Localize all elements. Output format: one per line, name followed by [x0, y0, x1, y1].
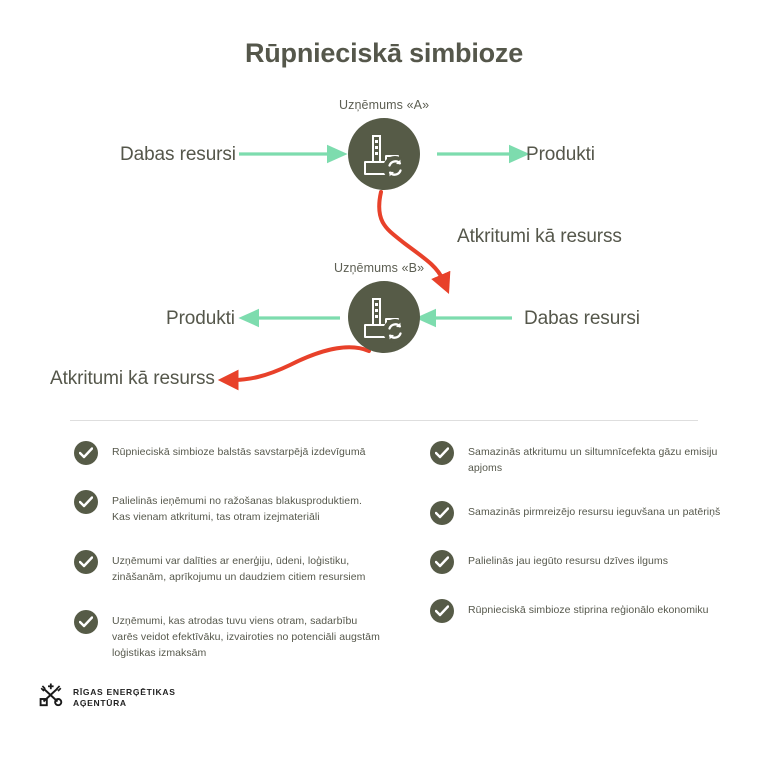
diagram-arrows [217, 144, 530, 391]
factory-recycle-icon [364, 298, 407, 343]
check-icon [430, 501, 454, 525]
company-b-label: Uzņēmums «B» [334, 261, 425, 275]
list-item-text: Uzņēmumi var dalīties ar enerģiju, ūdeni… [112, 555, 366, 583]
benefits-column-right: Samazinās atkritumu un siltumnīcefekta g… [430, 441, 764, 689]
list-item-text: Uzņēmumi, kas atrodas tuvu viens otram, … [112, 615, 380, 659]
flow-label-waste-as-resource-b: Atkritumi kā resurss [50, 368, 215, 389]
check-icon [430, 599, 454, 623]
list-item-text: Samazinās pirmreizējo resursu ieguvšana … [468, 506, 721, 518]
arrow-waste-a-to-b [377, 190, 451, 294]
list-item-text: Rūpnieciskā simbioze balstās savstarpējā… [112, 446, 366, 458]
list-item: Rūpnieciskā simbioze stiprina reģionālo … [430, 599, 764, 623]
check-icon [74, 610, 98, 634]
arrow-waste-from-b [217, 345, 371, 391]
factory-recycle-icon [364, 135, 407, 180]
flow-label-natural-resources-a: Dabas resursi [120, 144, 236, 165]
check-icon [74, 441, 98, 465]
check-icon [430, 441, 454, 465]
crossed-keys-icon [38, 682, 64, 713]
page-title: Rūpnieciskā simbioze [244, 38, 524, 68]
benefits-section: Rūpnieciskā simbioze balstās savstarpējā… [0, 441, 768, 689]
list-item-text: Rūpnieciskā simbioze stiprina reģionālo … [468, 604, 709, 616]
list-item: Rūpnieciskā simbioze balstās savstarpējā… [74, 441, 408, 465]
section-divider [70, 420, 698, 421]
flow-label-products-b: Produkti [166, 308, 235, 329]
list-item-text: Palielinās ieņēmumi no ražošanas blakusp… [112, 495, 362, 523]
organization-name: RĪGAS ENERĢĒTIKAS AĢENTŪRA [73, 686, 176, 708]
flow-label-products-a: Produkti [526, 144, 595, 165]
list-item: Palielinās jau iegūto resursu dzīves ilg… [430, 550, 764, 574]
check-icon [74, 490, 98, 514]
industrial-symbiosis-diagram: Uzņēmums «A» Uzņēmums «B» [0, 88, 768, 398]
flow-label-waste-as-resource-a: Atkritumi kā resurss [457, 226, 622, 247]
footer-branding: RĪGAS ENERĢĒTIKAS AĢENTŪRA [38, 682, 176, 713]
list-item: Samazinās pirmreizējo resursu ieguvšana … [430, 501, 764, 525]
benefits-column-left: Rūpnieciskā simbioze balstās savstarpējā… [74, 441, 408, 689]
company-a-label: Uzņēmums «A» [339, 98, 430, 112]
company-b-node[interactable] [348, 281, 420, 353]
list-item-text: Palielinās jau iegūto resursu dzīves ilg… [468, 555, 668, 567]
list-item: Palielinās ieņēmumi no ražošanas blakusp… [74, 490, 408, 525]
company-a-node[interactable] [348, 118, 420, 190]
flow-label-natural-resources-b: Dabas resursi [524, 308, 640, 329]
check-icon [430, 550, 454, 574]
list-item: Samazinās atkritumu un siltumnīcefekta g… [430, 441, 764, 476]
list-item: Uzņēmumi, kas atrodas tuvu viens otram, … [74, 610, 408, 661]
list-item: Uzņēmumi var dalīties ar enerģiju, ūdeni… [74, 550, 408, 585]
check-icon [74, 550, 98, 574]
list-item-text: Samazinās atkritumu un siltumnīcefekta g… [468, 446, 718, 474]
